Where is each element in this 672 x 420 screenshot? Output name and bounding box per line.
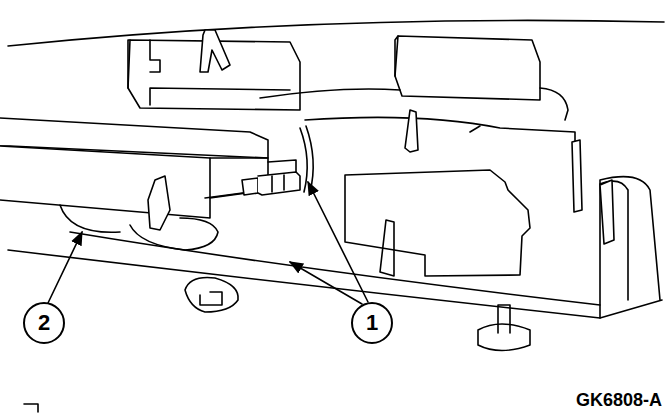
callout-circle: 1: [351, 302, 393, 344]
figure-code: GK6808-A: [576, 390, 662, 411]
callout-circle: 2: [23, 302, 65, 344]
callout-number: 1: [366, 310, 378, 336]
callout-number: 2: [38, 310, 50, 336]
